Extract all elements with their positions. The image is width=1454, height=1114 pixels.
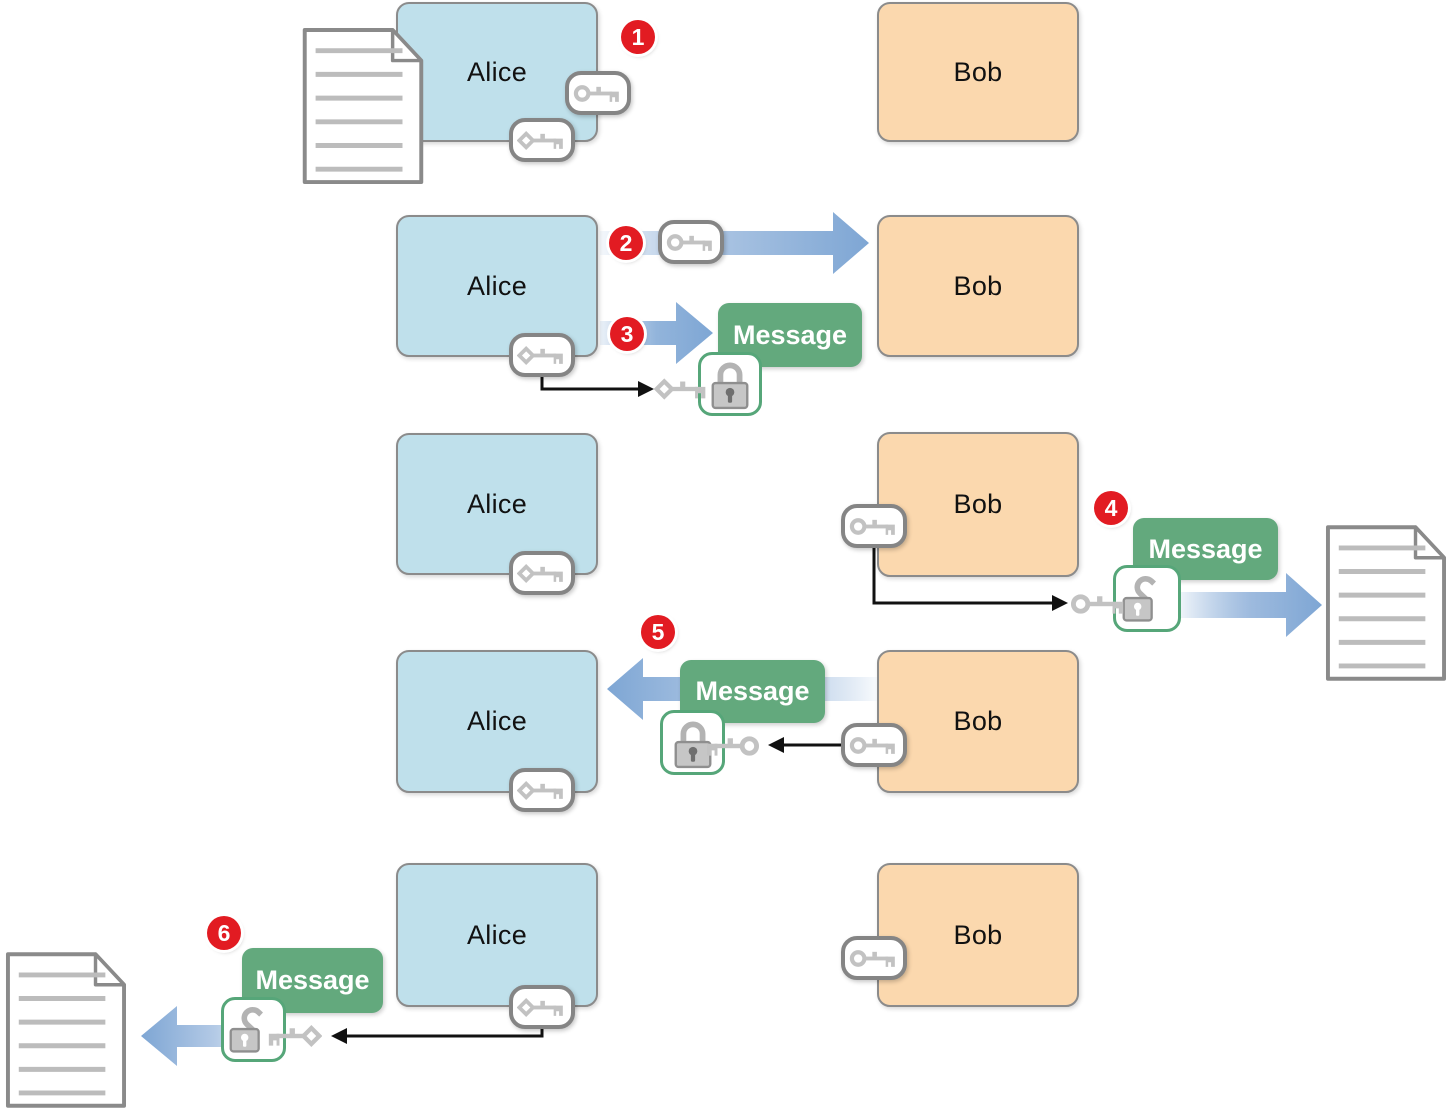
alice-box-row5: Alice: [396, 863, 598, 1007]
alice-label: Alice: [466, 706, 528, 736]
message-label: Message: [732, 319, 848, 350]
document-icon: [1325, 523, 1447, 683]
step-badge-4: 4: [1094, 491, 1128, 525]
alice-public-key-badge-row1: [565, 71, 631, 115]
bob-public-key-badge-row3: [841, 504, 907, 548]
bob-label: Bob: [953, 706, 1003, 736]
bob-public-key-badge-row4: [841, 723, 907, 767]
private-key-icon: [517, 125, 567, 156]
message-label: Message: [255, 965, 370, 995]
private-key-icon: [264, 1018, 322, 1054]
alice-private-key-badge-row2: [509, 333, 575, 377]
bob-box-row2: Bob: [877, 215, 1079, 357]
step-number: 1: [631, 23, 645, 50]
bob-label: Bob: [953, 270, 1003, 301]
flow-arrow-step2: [600, 212, 869, 274]
public-key-icon: [849, 730, 899, 761]
step-number: 5: [651, 618, 665, 645]
bob-label: Bob: [953, 56, 1003, 87]
private-key-icon: [517, 775, 567, 806]
bob-box-row4: Bob: [877, 650, 1079, 793]
step-number: 2: [619, 229, 633, 256]
private-key-icon: [517, 992, 567, 1023]
step-badge-6: 6: [207, 916, 241, 950]
unlocked-padlock-icon: [1120, 573, 1174, 625]
public-key-icon: [1070, 586, 1128, 622]
alice-private-key-badge-row1: [509, 118, 575, 162]
alice-private-key-badge-row3: [509, 551, 575, 595]
flow-arrow-step6: [141, 1006, 250, 1066]
bob-public-key-badge-row5: [841, 936, 907, 980]
flow-arrow-step4: [1180, 573, 1322, 637]
message-label: Message: [695, 676, 810, 706]
alice-label: Alice: [466, 56, 528, 87]
step-badge-5: 5: [641, 615, 675, 649]
public-key-icon: [849, 511, 899, 542]
public-key-icon: [702, 728, 760, 764]
alice-private-key-badge-row5: [509, 985, 575, 1029]
step-badge-2: 2: [609, 226, 643, 260]
step-number: 4: [1104, 494, 1118, 521]
bob-label: Bob: [953, 919, 1003, 950]
public-key-badge-step2: [658, 220, 724, 264]
document-icon: [5, 950, 127, 1110]
locked-message-tile-step5: [660, 710, 725, 775]
step-number: 6: [217, 919, 231, 946]
alice-label: Alice: [466, 919, 528, 950]
private-key-icon: [654, 371, 710, 407]
locked-message-tile-step3: [698, 352, 762, 416]
locked-padlock-icon: [707, 358, 753, 410]
bob-label: Bob: [953, 489, 1003, 519]
public-key-icon: [666, 227, 716, 258]
public-key-icon: [573, 78, 623, 109]
message-label: Message: [1148, 533, 1263, 564]
alice-label: Alice: [466, 488, 528, 519]
alice-label: Alice: [466, 270, 528, 301]
flow-arrow-step3: [600, 302, 713, 364]
document-icon: [301, 27, 425, 185]
bob-box-row1: Bob: [877, 2, 1079, 142]
unlocked-message-tile-step6: [221, 997, 286, 1062]
unlocked-message-tile-step4: [1113, 565, 1181, 632]
public-key-icon: [849, 943, 899, 974]
alice-private-key-badge-row4: [509, 768, 575, 812]
private-key-icon: [517, 558, 567, 589]
step-badge-3: 3: [610, 317, 644, 351]
bob-box-row5: Bob: [877, 863, 1079, 1007]
step-badge-1: 1: [621, 20, 655, 54]
step-number: 3: [620, 320, 634, 347]
private-key-icon: [517, 340, 567, 371]
